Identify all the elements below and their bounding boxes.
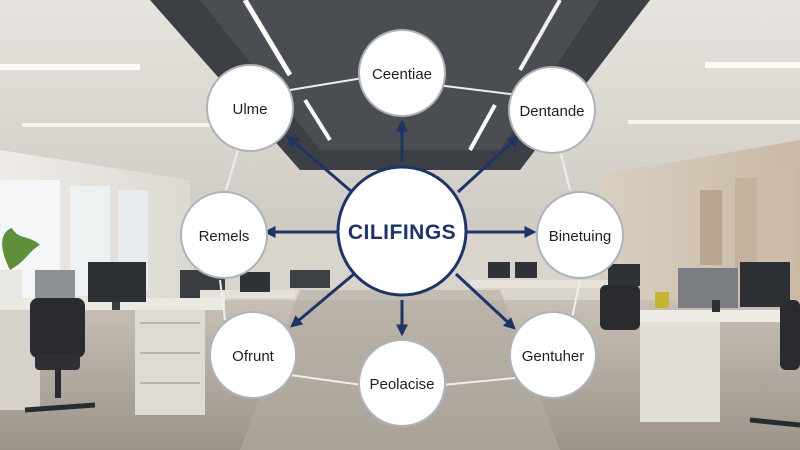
connector-bottom-bottomright xyxy=(441,377,516,386)
arrow-to-top-left xyxy=(286,135,353,194)
connector-topright-right xyxy=(559,149,571,191)
hub-arrows xyxy=(263,119,537,337)
node-bottom-right-label: Gentuher xyxy=(522,348,585,365)
connector-right-bottomright xyxy=(571,279,581,319)
connector-topleft-left xyxy=(225,149,239,191)
connector-top-topleft xyxy=(289,77,364,91)
node-bottom-label: Peolacise xyxy=(369,376,434,393)
node-left-label: Remels xyxy=(199,228,250,245)
node-bottom-left-label: Ofrunt xyxy=(232,348,275,365)
center-node-label: CILIFINGS xyxy=(348,221,456,244)
node-top: Ceentiae xyxy=(358,29,446,117)
node-bottom: Peolacise xyxy=(358,339,446,427)
node-top-right: Dentande xyxy=(508,66,596,154)
connector-left-bottomleft xyxy=(219,279,226,321)
node-top-left: Ulme xyxy=(206,64,294,152)
node-bottom-left: Ofrunt xyxy=(209,311,297,399)
ring-connectors xyxy=(219,77,581,386)
center-node: CILIFINGS xyxy=(336,165,468,297)
node-bottom-right: Gentuher xyxy=(509,311,597,399)
node-right-label: Binetuing xyxy=(549,228,612,245)
connector-bottomleft-bottom xyxy=(289,374,363,386)
node-top-left-label: Ulme xyxy=(232,101,267,118)
node-top-label: Ceentiae xyxy=(372,66,432,83)
node-top-right-label: Dentande xyxy=(519,103,584,120)
node-right: Binetuing xyxy=(536,191,624,279)
arrow-to-top-right xyxy=(456,135,520,194)
node-left: Remels xyxy=(180,191,268,279)
connector-top-topright xyxy=(436,84,519,96)
arrow-to-bottom-right xyxy=(454,272,516,330)
arrow-to-bottom-left xyxy=(290,272,355,328)
